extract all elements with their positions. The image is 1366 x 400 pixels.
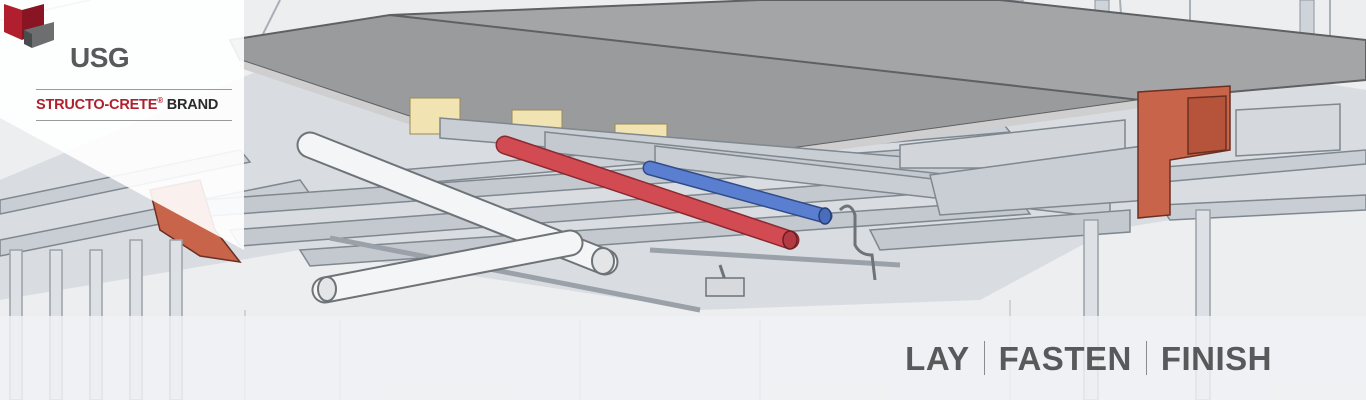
tagline-word-finish: FINISH xyxy=(1160,339,1272,377)
product-name: STRUCTO-CRETE xyxy=(36,97,158,113)
tagline-word-lay: LAY xyxy=(905,339,970,377)
usg-brand-mark-icon xyxy=(4,4,54,48)
tagline-word-fasten: FASTEN xyxy=(998,339,1132,377)
brand-divider-bottom xyxy=(36,120,232,121)
usg-logo-text: USG xyxy=(70,42,130,73)
tagline: LAY FASTEN FINISH xyxy=(905,341,1272,375)
brand-logo-panel: USG STRUCTO-CRETE® BRAND xyxy=(0,0,244,250)
tagline-separator xyxy=(1145,341,1147,375)
product-brand-line: STRUCTO-CRETE® BRAND xyxy=(36,96,219,113)
tagline-separator xyxy=(983,341,985,375)
registered-mark: ® xyxy=(157,96,163,105)
tagline-band xyxy=(0,316,1366,400)
brand-divider-top xyxy=(36,89,232,90)
product-suffix: BRAND xyxy=(166,97,219,113)
